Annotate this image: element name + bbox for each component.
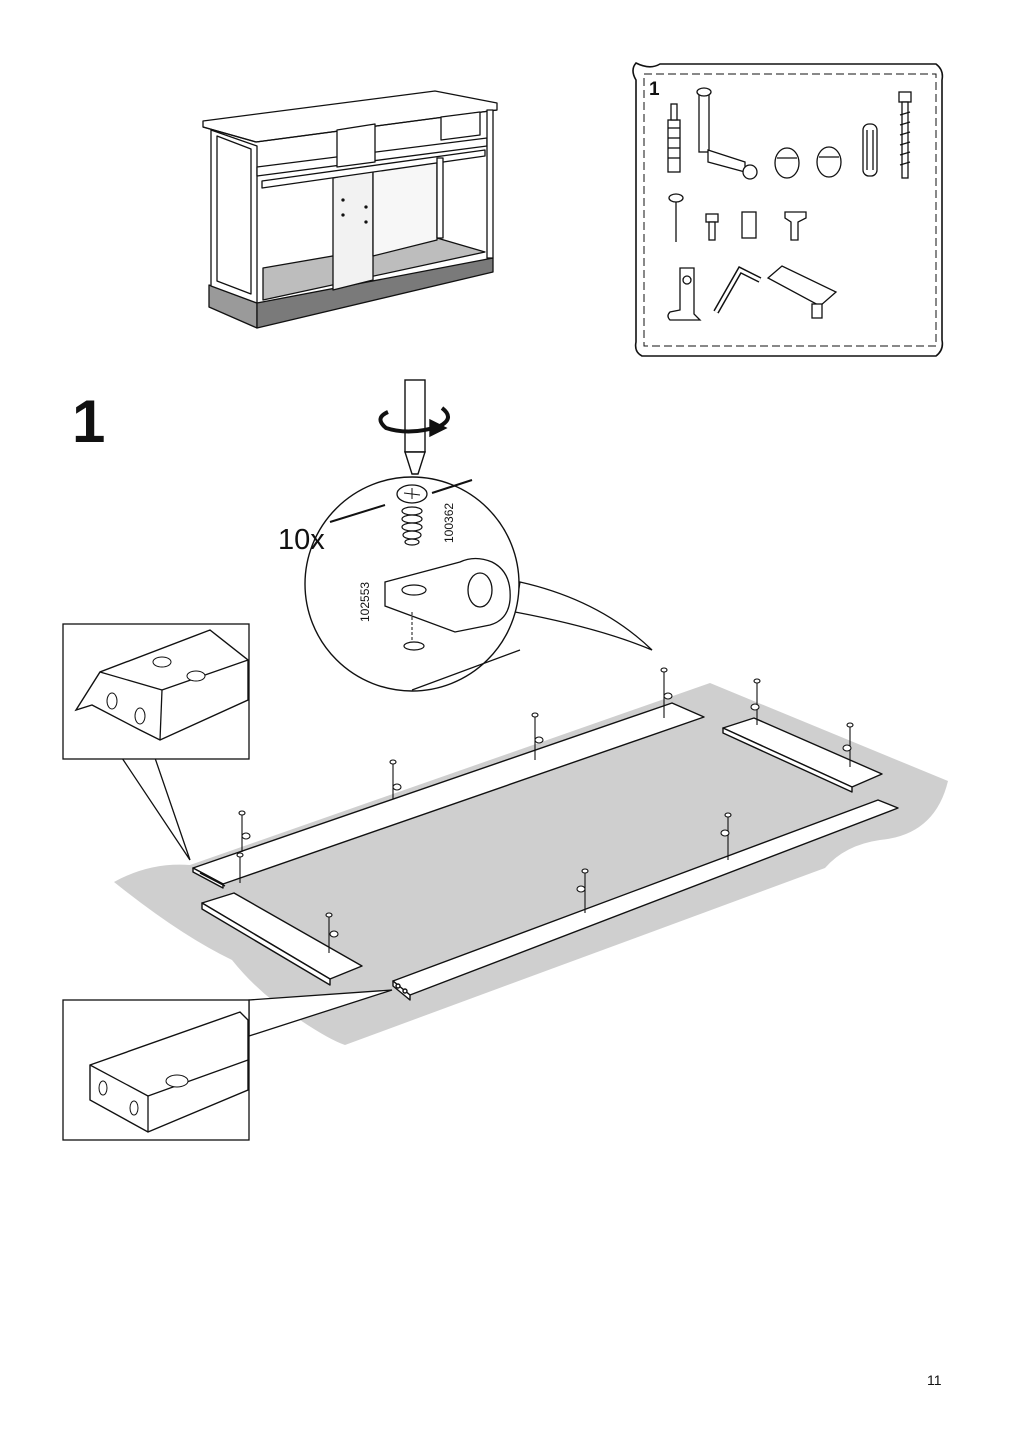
screw-part-number: 100362 (442, 502, 456, 543)
callout-top (62, 623, 250, 861)
sideboard-overview (202, 90, 498, 329)
page-number: 11 (927, 1372, 942, 1388)
bracket-part-number: 102553 (358, 581, 372, 622)
hardware-bag-label: 1 (649, 79, 660, 100)
screw-markers (236, 667, 854, 953)
frame-rails (192, 702, 899, 1001)
quantity-label: 10x (278, 524, 325, 556)
callout-bottom (62, 989, 393, 1141)
step-number: 1 (72, 388, 106, 455)
screwdriver (378, 379, 450, 475)
hardware-parts (667, 87, 912, 321)
zoom-detail (304, 476, 653, 692)
